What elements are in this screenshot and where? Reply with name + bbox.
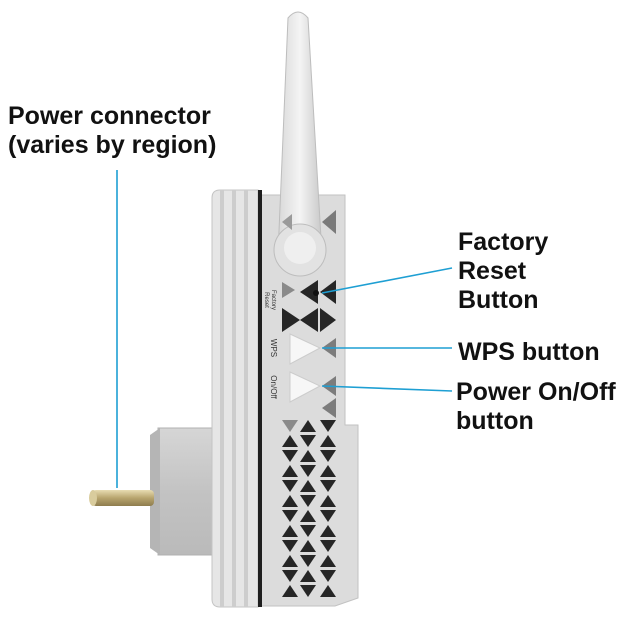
callout-factory-reset: Factory Reset Button	[458, 228, 548, 315]
vent-triangle	[320, 450, 336, 462]
vent-triangle	[320, 420, 336, 432]
vent-triangle	[320, 570, 336, 582]
front-housing	[211, 189, 262, 608]
device-label-factory-reset-2: Reset	[263, 292, 269, 308]
vent-triangle	[320, 495, 336, 507]
vent-triangle	[320, 435, 336, 447]
wps-button[interactable]	[289, 333, 322, 365]
vent-triangle	[282, 420, 298, 432]
device-label-wps: WPS	[269, 339, 278, 357]
callout-factory-reset-line2: Reset	[458, 257, 527, 285]
callout-wps-line1: WPS button	[458, 338, 600, 366]
plug-pin	[89, 490, 154, 506]
vent-triangle	[282, 585, 298, 597]
vent-triangle	[300, 570, 316, 582]
vent-triangle	[282, 214, 292, 230]
vent-triangle	[320, 525, 336, 537]
vent-triangle	[282, 465, 298, 477]
callout-power-connector: Power connector (varies by region)	[8, 102, 216, 160]
reset-vent-grid	[282, 280, 336, 332]
callout-power-connector-line2: (varies by region)	[8, 131, 217, 159]
device-label-factory-reset-1: Factory	[270, 290, 276, 310]
callout-factory-reset-line3: Button	[458, 286, 539, 314]
vent-triangle	[282, 540, 298, 552]
vent-triangle	[322, 398, 336, 418]
vent-triangle	[282, 525, 298, 537]
vent-triangle	[300, 495, 316, 507]
vent-triangle	[300, 450, 316, 462]
device-label-on-off: On/Off	[269, 375, 278, 399]
power-onoff-button[interactable]	[289, 371, 322, 403]
vent-triangle	[282, 555, 298, 567]
vent-triangle	[300, 480, 316, 492]
callout-power-onoff-line1: Power On/Off	[456, 378, 616, 406]
callout-power-connector-line1: Power connector	[8, 102, 211, 130]
leader-factory-reset	[321, 267, 453, 294]
vent-triangle	[282, 480, 298, 492]
vent-triangle	[300, 510, 316, 522]
callout-wps-button: WPS button	[458, 338, 600, 367]
callout-power-onoff: Power On/Off button	[456, 378, 616, 436]
vent-triangle	[300, 585, 316, 597]
vent-triangle	[282, 570, 298, 582]
vent-triangle	[320, 555, 336, 567]
lower-vent-grid	[282, 420, 336, 597]
vent-triangle	[300, 465, 316, 477]
vent-triangle	[300, 420, 316, 432]
vent-triangle	[282, 510, 298, 522]
vent-triangle	[320, 585, 336, 597]
vent-triangle	[300, 540, 316, 552]
vent-triangle	[320, 540, 336, 552]
vent-triangle	[322, 210, 336, 234]
vent-triangle	[300, 435, 316, 447]
vent-triangle	[282, 450, 298, 462]
vent-triangle	[282, 435, 298, 447]
vent-triangle	[320, 480, 336, 492]
leader-power-onoff	[321, 385, 453, 392]
plug-base	[150, 427, 213, 556]
vent-triangle	[300, 525, 316, 537]
callout-power-onoff-line2: button	[456, 407, 534, 435]
vent-triangle	[320, 510, 336, 522]
antenna	[273, 11, 327, 277]
vent-triangle	[282, 495, 298, 507]
leader-lines	[116, 170, 453, 488]
vent-triangle	[300, 555, 316, 567]
factory-reset-pinhole[interactable]	[313, 290, 319, 296]
vent-triangle	[320, 465, 336, 477]
callout-factory-reset-line1: Factory	[458, 228, 549, 256]
